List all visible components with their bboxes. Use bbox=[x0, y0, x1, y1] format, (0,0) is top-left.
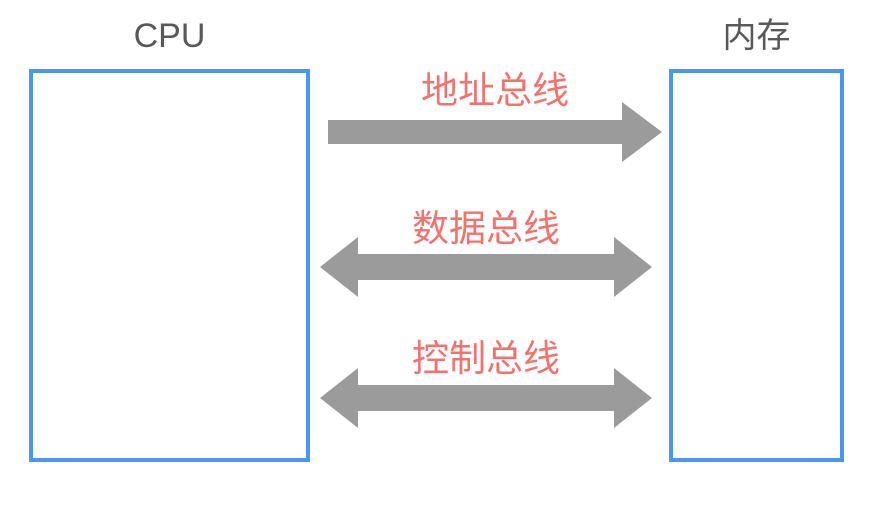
address-bus-arrow-right-icon bbox=[328, 102, 662, 162]
control-bus-label: 控制总线 bbox=[412, 338, 560, 379]
memory-box bbox=[669, 69, 844, 462]
memory-label: 内存 bbox=[722, 17, 791, 55]
data-bus-arrow-bidirectional-icon bbox=[320, 237, 652, 297]
cpu-box bbox=[29, 69, 310, 462]
address-bus-label: 地址总线 bbox=[421, 70, 569, 111]
control-bus-arrow-bidirectional-icon bbox=[320, 368, 652, 428]
cpu-label: CPU bbox=[133, 17, 206, 55]
data-bus-label: 数据总线 bbox=[412, 208, 560, 249]
